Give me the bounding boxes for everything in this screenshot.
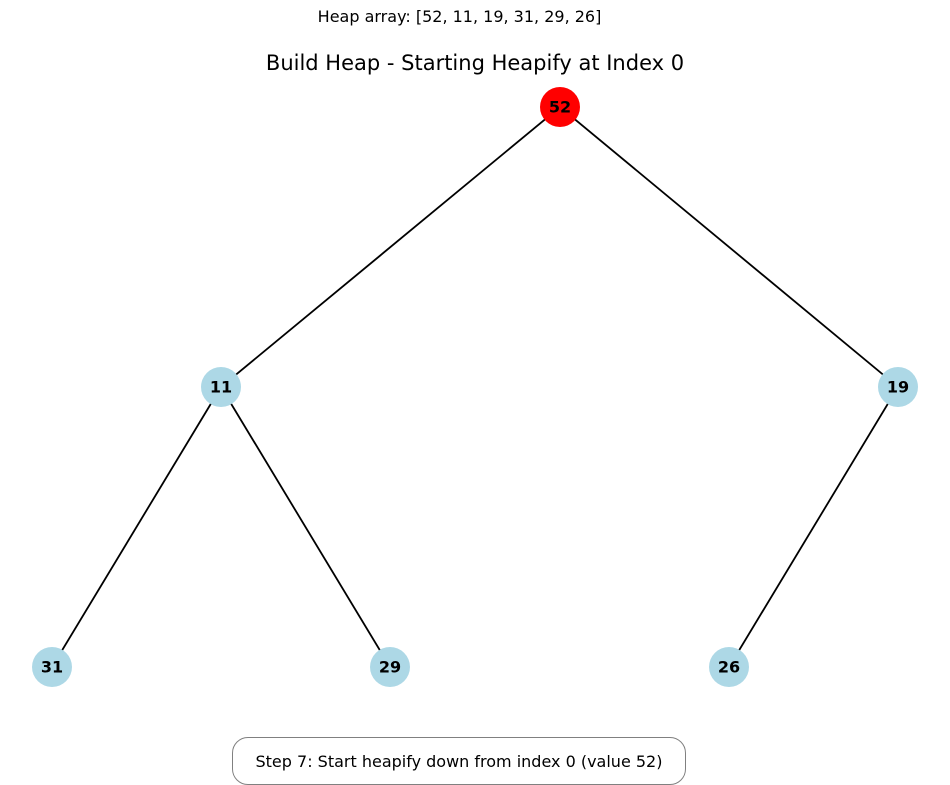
- heap-node-3: 31: [32, 647, 72, 687]
- edge-1-4: [220, 386, 391, 668]
- step-description: Step 7: Start heapify down from index 0 …: [255, 752, 663, 771]
- heap-node-circle: [32, 647, 72, 687]
- heap-node-label: 19: [887, 378, 909, 397]
- edge-1-3: [51, 386, 222, 668]
- heap-node-label: 11: [210, 378, 232, 397]
- heap-node-2: 19: [878, 367, 918, 407]
- edge-0-1: [220, 106, 561, 388]
- heap-node-label: 26: [718, 658, 740, 677]
- edge-0-2: [559, 106, 899, 388]
- heap-node-1: 11: [201, 367, 241, 407]
- heap-array-label: Heap array: [52, 11, 19, 31, 29, 26]: [317, 7, 602, 26]
- heap-node-label: 52: [549, 98, 571, 117]
- edge-2-5: [728, 386, 899, 668]
- heap-node-circle: [878, 367, 918, 407]
- heap-node-circle: [370, 647, 410, 687]
- heap-node-label: 29: [379, 658, 401, 677]
- heap-node-circle: [709, 647, 749, 687]
- nodes-layer: 52 11 19 31 29 26: [32, 87, 918, 687]
- diagram-title: Build Heap - Starting Heapify at Index 0: [265, 51, 685, 75]
- heap-node-circle: [540, 87, 580, 127]
- heap-node-5: 26: [709, 647, 749, 687]
- heap-node-circle: [201, 367, 241, 407]
- heap-node-4: 29: [370, 647, 410, 687]
- heap-node-label: 31: [41, 658, 63, 677]
- heap-node-0: 52: [540, 87, 580, 127]
- edges-layer: [51, 106, 899, 668]
- step-description-box: Step 7: Start heapify down from index 0 …: [232, 737, 686, 785]
